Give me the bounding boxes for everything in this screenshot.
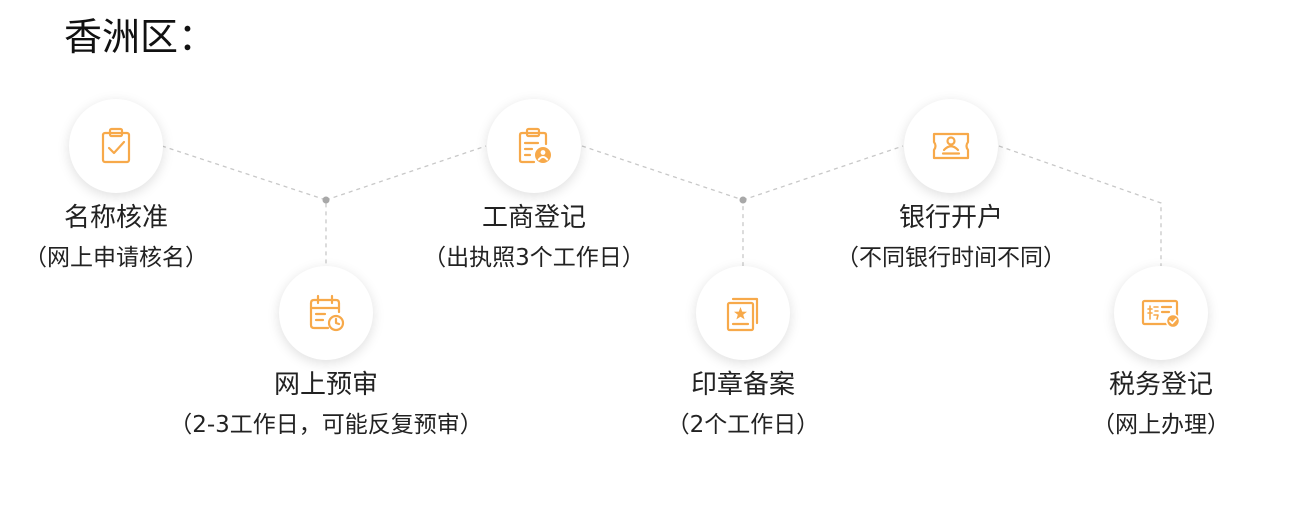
step-icon-circle xyxy=(1114,266,1208,360)
clipboard-check-icon xyxy=(101,127,131,164)
step-title: 名称核准 xyxy=(63,203,168,233)
step-title: 印章备案 xyxy=(690,370,795,400)
step-note: （出执照3个工作日） xyxy=(423,245,645,271)
step-icon-circle xyxy=(696,266,790,360)
connector-2-3 xyxy=(325,145,487,201)
step-icon-circle xyxy=(69,99,163,193)
junction-dot xyxy=(322,196,330,204)
step-title: 税务登记 xyxy=(1108,370,1213,400)
step-note: （不同银行时间不同） xyxy=(836,245,1066,271)
step-icon-circle xyxy=(904,99,998,193)
step-icon-circle xyxy=(487,99,581,193)
certificate-star-icon xyxy=(726,297,759,332)
step-title: 银行开户 xyxy=(898,203,1003,233)
page-title: 香洲区： xyxy=(64,15,217,59)
junction-dot xyxy=(739,196,747,204)
step-note: （网上办理） xyxy=(1092,412,1230,438)
step-title: 工商登记 xyxy=(481,203,586,233)
step-note: （网上申请核名） xyxy=(24,245,208,271)
id-card-icon xyxy=(932,132,970,160)
connector-1-2 xyxy=(161,145,327,268)
step-icon-circle xyxy=(279,266,373,360)
step-title: 网上预审 xyxy=(273,370,378,400)
calendar-clock-icon xyxy=(309,294,345,332)
step-note: （2-3工作日，可能反复预审） xyxy=(169,412,483,438)
step-note: （2个工作日） xyxy=(666,412,820,438)
tax-certificate-icon xyxy=(1141,299,1181,329)
connector-5-6 xyxy=(998,145,1162,268)
clipboard-user-icon xyxy=(518,127,551,164)
connector-4-5 xyxy=(742,145,904,201)
